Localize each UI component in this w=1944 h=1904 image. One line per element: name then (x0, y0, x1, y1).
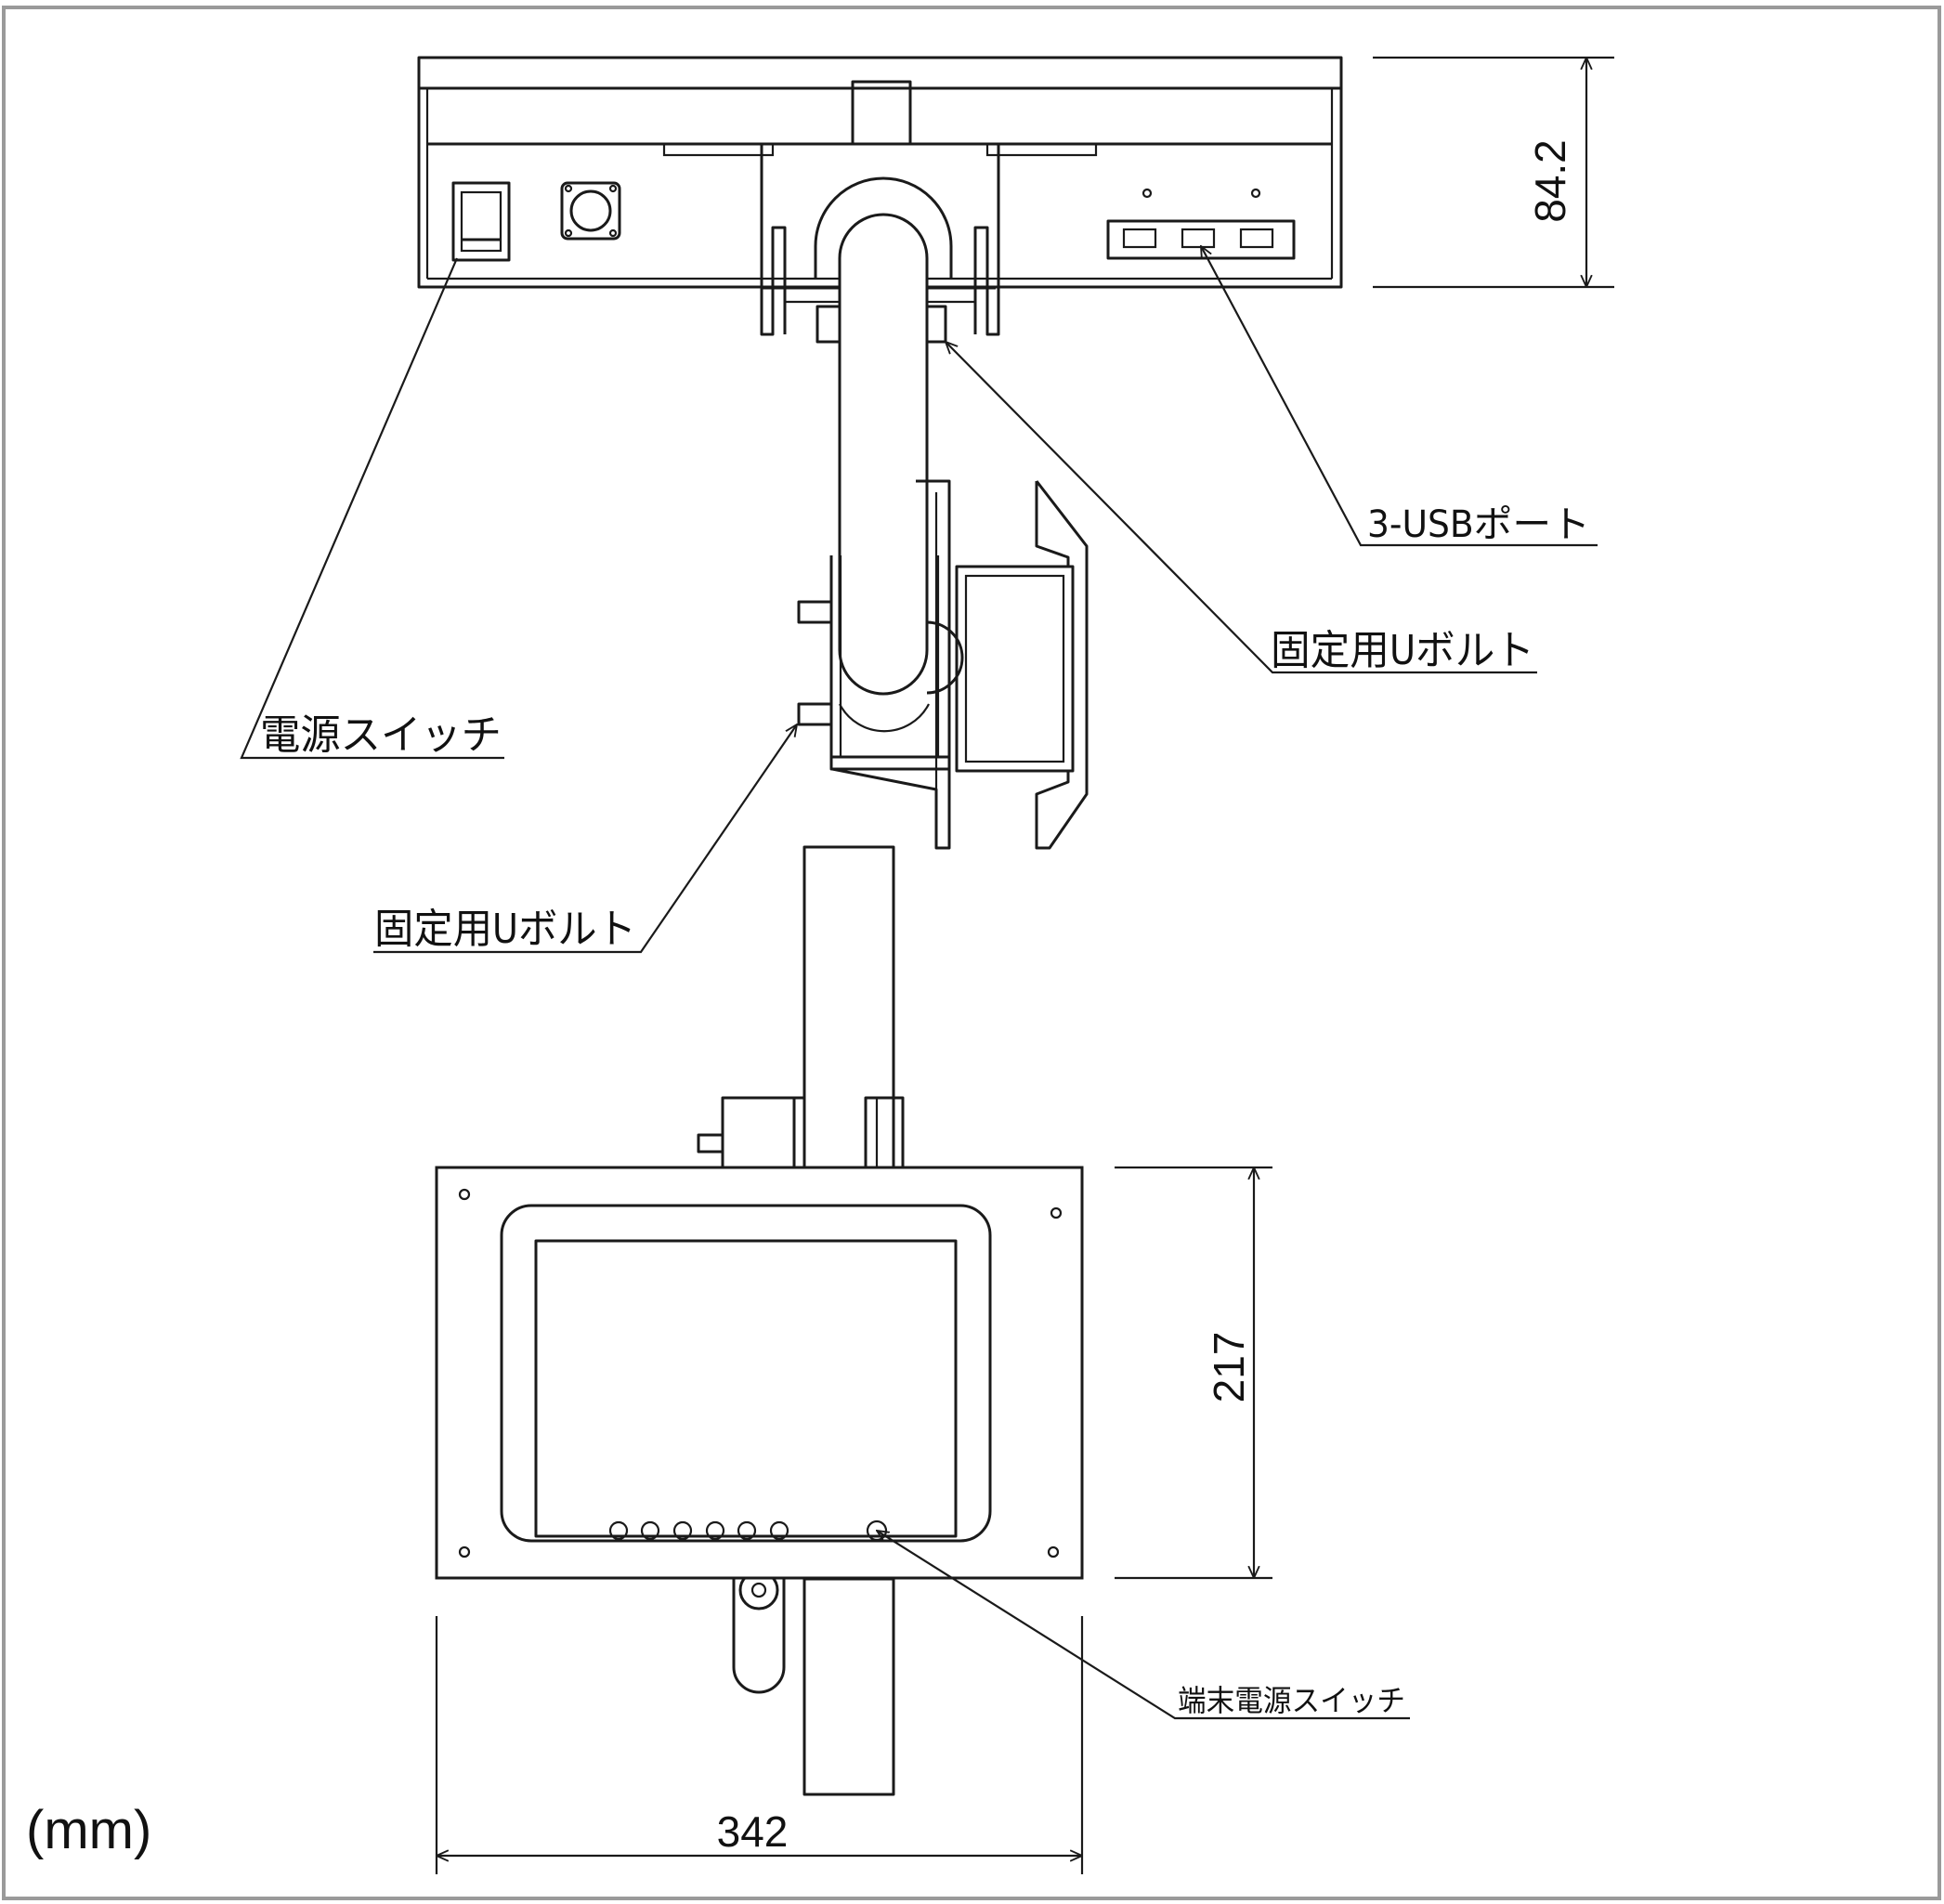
leader-terminal-power-switch (877, 1531, 1410, 1720)
label-terminal-power-switch: 端末電源スイッチ (1178, 1683, 1405, 1718)
label-power-switch: 電源スイッチ (260, 711, 502, 759)
unit-label: (mm) (26, 1800, 151, 1860)
dimension-display-height (1115, 1167, 1272, 1578)
drawing-frame (2, 6, 1941, 1900)
display-bracket (697, 1096, 905, 1170)
display-buttons (608, 1520, 789, 1541)
pole-clamp (797, 479, 1089, 850)
leader-usb-ports (1201, 246, 1598, 547)
connector-icon (560, 181, 621, 241)
lower-knob (732, 1570, 786, 1694)
dimension-display-width (437, 1616, 1082, 1874)
power-switch-icon (451, 181, 511, 262)
label-u-bolt-lower: 固定用Uボルト (374, 906, 636, 953)
dimension-top-height (1373, 58, 1614, 287)
leader-u-bolt-lower (373, 724, 797, 954)
mount-arm (838, 213, 929, 696)
label-u-bolt-upper: 固定用Uボルト (1271, 627, 1534, 674)
dimension-top-height-value: 84.2 (1526, 139, 1574, 223)
dimension-display-width-value: 342 (717, 1807, 789, 1856)
leader-u-bolt-upper (946, 342, 1537, 674)
terminal-display (435, 1166, 1084, 1580)
dimension-display-height-value: 217 (1205, 1332, 1253, 1403)
label-usb-ports: 3-USBポート (1367, 503, 1590, 546)
leader-power-switch (240, 257, 504, 760)
